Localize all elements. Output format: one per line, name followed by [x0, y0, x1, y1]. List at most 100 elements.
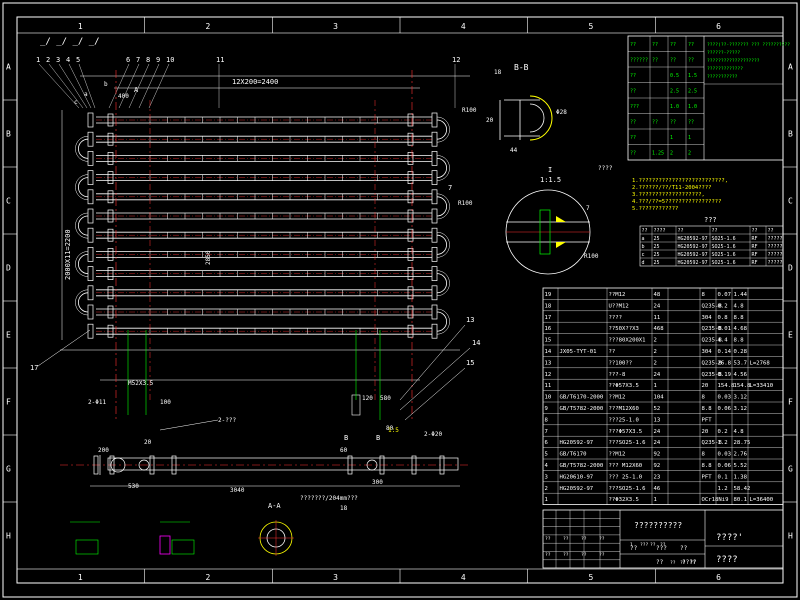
column-label-top: 3 — [333, 22, 338, 31]
part-number: 5 — [76, 56, 80, 64]
technical-notes: ???? 1.??????????????????????????, 2.???… — [598, 165, 728, 212]
part-leader — [78, 63, 96, 109]
column-label-bottom: 2 — [206, 573, 211, 582]
bom-cell: Q235-B — [702, 303, 723, 309]
bom-cell: 24 — [654, 429, 661, 435]
leader-15 — [404, 367, 466, 421]
column-label-bottom: 3 — [333, 573, 338, 582]
pitch-label: 12X200=2400 — [232, 78, 278, 86]
bom-cell: 468 — [654, 326, 665, 332]
dim-300: 300 — [372, 479, 383, 486]
u-bend-left-outer — [75, 174, 89, 201]
part-number: 11 — [216, 56, 224, 64]
detail-i: I 1:1.5 7 R100 — [505, 166, 599, 275]
flange-right-2 — [431, 227, 438, 243]
spec-cell: ??? — [630, 104, 639, 110]
row-label-right: E — [788, 331, 793, 340]
detail-bb-dim-44: 44 — [510, 147, 518, 154]
part-number: 8 — [146, 56, 150, 64]
part-number: 9 — [156, 56, 160, 64]
notes-title: ???? — [598, 165, 613, 172]
bom-cell: ??Φ57X3.5 — [609, 383, 639, 389]
scale-row-0: ?? — [630, 545, 638, 552]
u-bend-left — [78, 215, 89, 236]
scale-row-3: ?? — [656, 559, 664, 566]
nozzle-table-frame — [639, 225, 784, 267]
bom-cell: 4.68 — [734, 326, 748, 332]
bom-cell: 14 — [545, 349, 552, 355]
nozzle-cell: 25 — [654, 236, 660, 242]
nozzle-cell: ?? — [642, 228, 648, 234]
bom-cell: 17 — [545, 315, 552, 321]
u-bend-right — [436, 311, 447, 332]
spec-cell: 1 — [670, 135, 673, 141]
bom-cell: ??50X??X3 — [609, 326, 639, 332]
bom-cell: ??100?? — [609, 360, 633, 366]
bom-cell: Q235-B — [702, 440, 723, 446]
flange-left — [87, 208, 94, 224]
bom-cell: ??Φ32X3.5 — [609, 497, 639, 503]
bottom-flange — [171, 455, 177, 475]
nozzle-cell: SO25-1.6 — [712, 252, 736, 258]
title-block: ?????????? ????' ???? ?? ??? ?? ?? ???? … — [542, 509, 784, 569]
bom-cell: 2 — [545, 486, 548, 492]
section-b-right: B — [376, 434, 380, 442]
dim-80: 80 — [386, 425, 394, 432]
bom-cell: 5 — [545, 452, 548, 458]
flange-right-2 — [431, 170, 438, 185]
part-leader — [58, 63, 88, 109]
detail-i-title: I — [548, 166, 552, 174]
detail-bb-title: B-B — [514, 63, 529, 72]
part-leader — [118, 63, 140, 109]
u-bend-right-outer — [436, 193, 450, 220]
bom-cell: 12 — [545, 372, 552, 378]
spec-cell: 1 — [688, 135, 691, 141]
row-label-left: C — [6, 197, 11, 206]
row-label-left: B — [6, 130, 11, 139]
bottom-valve-right — [366, 459, 378, 471]
dim-3040: 3040 — [230, 487, 245, 494]
symbol-box-1 — [75, 539, 99, 555]
bom-cell: 8.8 — [702, 406, 713, 412]
u-bend-left-outer — [75, 135, 89, 162]
bom-cell: 52 — [654, 406, 661, 412]
flange-left-2 — [107, 152, 114, 165]
bom-cell: 4.8 — [734, 429, 745, 435]
column-label-bottom: 1 — [78, 573, 83, 582]
bottom-frame — [107, 457, 459, 471]
bom-cell: 0.19 — [718, 372, 731, 378]
u-bend-right-outer — [436, 308, 450, 335]
bottom-flanges — [93, 455, 445, 475]
column-label-top: 2 — [206, 22, 211, 31]
bom-cell: 2 — [654, 360, 657, 366]
nozzle-cell: c — [642, 252, 645, 258]
part-leader — [148, 63, 170, 109]
column-label-top: 5 — [589, 22, 594, 31]
part-number: 7 — [136, 56, 140, 64]
flange-left — [87, 112, 94, 128]
bom-cell: 3 — [545, 474, 548, 480]
dim-530: 530 — [128, 483, 139, 490]
nozzle-cell: 25 — [654, 260, 660, 266]
spec-cell: ?? — [630, 89, 636, 95]
flange-left-2 — [107, 286, 114, 300]
tb-field: ?? — [680, 560, 686, 566]
bom-cell: 18 — [545, 303, 552, 309]
part-leader — [138, 63, 160, 109]
u-bend-right — [436, 196, 447, 217]
flange-right — [407, 132, 414, 146]
label-17: 17 — [30, 364, 38, 372]
spec-side-line: ??????????????????? — [707, 58, 760, 64]
bom-cell: 0.14 — [718, 349, 732, 355]
spec-cell: ?? — [630, 73, 636, 79]
nozzle-cell: SO25-1.6 — [712, 236, 736, 242]
nozzle-cell: ????? — [768, 260, 783, 266]
flange-right — [407, 152, 414, 165]
spec-cell: 2.5 — [688, 89, 697, 95]
symbol-box-2 — [159, 535, 171, 555]
